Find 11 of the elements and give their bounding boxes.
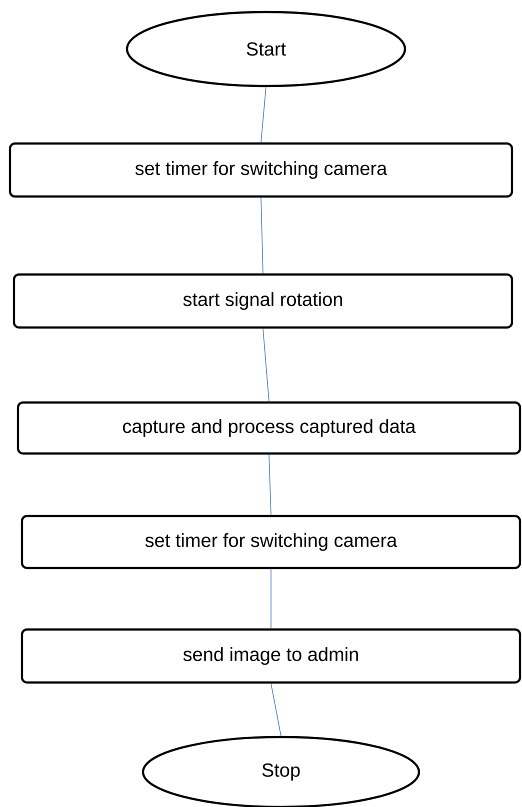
connector-line — [260, 86, 266, 143]
process-box: start signal rotation — [12, 273, 514, 329]
process-box: set timer for switching camera — [8, 142, 514, 198]
connector-line — [270, 568, 272, 629]
process-box: capture and process captured data — [16, 401, 522, 455]
connector-line — [262, 328, 270, 402]
process-box: set timer for switching camera — [20, 514, 522, 570]
process-box: send image to admin — [20, 628, 522, 684]
connector-line — [270, 683, 282, 736]
connector-line — [260, 197, 264, 274]
connector-line — [268, 454, 272, 516]
